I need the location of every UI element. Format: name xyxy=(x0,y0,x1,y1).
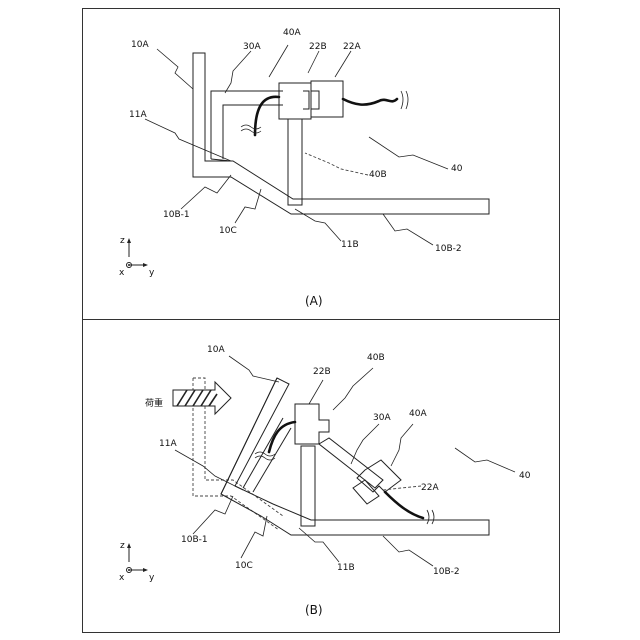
label-40A: 40A xyxy=(283,28,301,38)
figure-panel-b: 10A 22B 40B 30A 40A 荷重 11A 22A 40 10B-1 … xyxy=(82,319,560,633)
cable-right-b xyxy=(385,492,423,518)
leader-10A xyxy=(157,49,193,89)
caption-b: (B) xyxy=(305,603,323,617)
cable-break-mark-b-right xyxy=(427,510,434,524)
cable-break-mark-right xyxy=(401,91,408,109)
label-10A: 10A xyxy=(131,40,149,50)
label-10B-1: 10B-1 xyxy=(163,210,190,220)
label-11A: 11A xyxy=(129,110,147,120)
label-11A: 11A xyxy=(159,439,177,449)
post-40B xyxy=(288,119,302,205)
label-22B: 22B xyxy=(309,42,327,52)
axis-y-label: y xyxy=(149,573,155,583)
leader-10B-2 xyxy=(383,214,433,245)
cable-left xyxy=(255,97,279,135)
leader-10C xyxy=(241,516,267,558)
label-10A: 10A xyxy=(207,345,225,355)
diagram-b: 10A 22B 40B 30A 40A 荷重 11A 22A 40 10B-1 … xyxy=(83,320,559,632)
axis-z-label: z xyxy=(120,236,125,246)
leader-11B xyxy=(299,528,339,562)
label-10B-1: 10B-1 xyxy=(181,535,208,545)
leader-22B xyxy=(308,51,319,73)
connector-22A-tab xyxy=(353,480,379,504)
leader-22B xyxy=(309,380,323,404)
leader-40A xyxy=(391,424,413,466)
label-40: 40 xyxy=(451,164,463,174)
leader-11A xyxy=(145,119,231,161)
label-22A: 22A xyxy=(421,483,439,493)
cable-break-mark-b xyxy=(255,452,275,460)
diagram-a: 10A 30A 40A 22B 22A 11A 40 40B 10B-1 10C… xyxy=(83,9,559,319)
axis-gizmo-a: z x y xyxy=(119,236,155,278)
connector-22A xyxy=(311,81,343,117)
leader-40A xyxy=(269,45,288,77)
label-30A: 30A xyxy=(243,42,261,52)
label-22A: 22A xyxy=(343,42,361,52)
leader-10B-1 xyxy=(193,496,233,534)
leader-22A xyxy=(383,486,421,490)
cable-break-mark xyxy=(241,125,261,133)
label-22B: 22B xyxy=(313,367,331,377)
label-40B: 40B xyxy=(367,353,385,363)
axis-z-label: z xyxy=(120,541,125,551)
caption-a: (A) xyxy=(305,294,323,308)
load-arrow xyxy=(173,382,231,414)
post-40B xyxy=(301,446,315,526)
label-10C: 10C xyxy=(219,226,237,236)
label-30A: 30A xyxy=(373,413,391,423)
connector-22B xyxy=(279,83,311,119)
label-40B: 40B xyxy=(369,170,387,180)
label-10B-2: 10B-2 xyxy=(433,567,460,577)
leader-10B-2 xyxy=(383,536,433,566)
leader-40 xyxy=(369,137,448,169)
axis-x-label: x xyxy=(119,573,125,583)
axis-gizmo-b: z x y xyxy=(119,541,155,583)
cable-left-b xyxy=(269,422,295,452)
label-load: 荷重 xyxy=(145,397,163,409)
label-40: 40 xyxy=(519,471,531,481)
leader-40 xyxy=(455,448,515,472)
leader-10C xyxy=(235,189,261,223)
label-11B: 11B xyxy=(337,563,355,573)
label-10B-2: 10B-2 xyxy=(435,244,462,254)
leader-40B xyxy=(305,153,368,175)
axis-y-label: y xyxy=(149,268,155,278)
leader-30A xyxy=(225,51,251,93)
leader-10B-1 xyxy=(181,175,231,209)
leader-10A xyxy=(229,356,279,382)
figure-panel-a: 10A 30A 40A 22B 22A 11A 40 40B 10B-1 10C… xyxy=(82,8,560,320)
connector-22B-notch xyxy=(303,91,309,109)
cable-right xyxy=(343,99,397,105)
label-40A: 40A xyxy=(409,409,427,419)
label-11B: 11B xyxy=(341,240,359,250)
leader-22A xyxy=(335,51,351,77)
label-10C: 10C xyxy=(235,561,253,571)
wall-10A xyxy=(193,53,489,214)
leader-40B xyxy=(333,368,373,410)
connector-22B xyxy=(295,404,329,444)
axis-x-label: x xyxy=(119,268,125,278)
